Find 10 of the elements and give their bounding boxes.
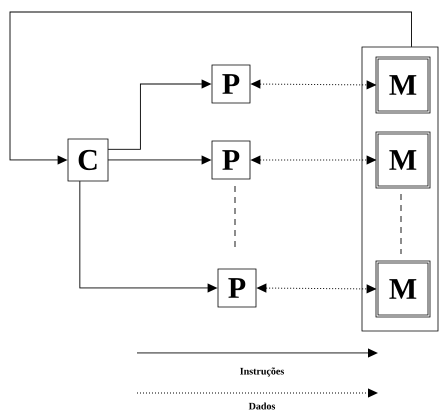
process-box: C: [68, 138, 108, 182]
legend-label: Dados: [248, 402, 276, 410]
process-box: P: [212, 64, 250, 104]
memory-container: [362, 46, 438, 332]
process-box: P: [218, 268, 256, 308]
process-box: P: [212, 140, 250, 180]
legend-label: Instruções: [240, 367, 284, 376]
memory-box: M: [376, 56, 430, 114]
memory-box: M: [376, 260, 430, 318]
memory-box: M: [376, 132, 430, 188]
